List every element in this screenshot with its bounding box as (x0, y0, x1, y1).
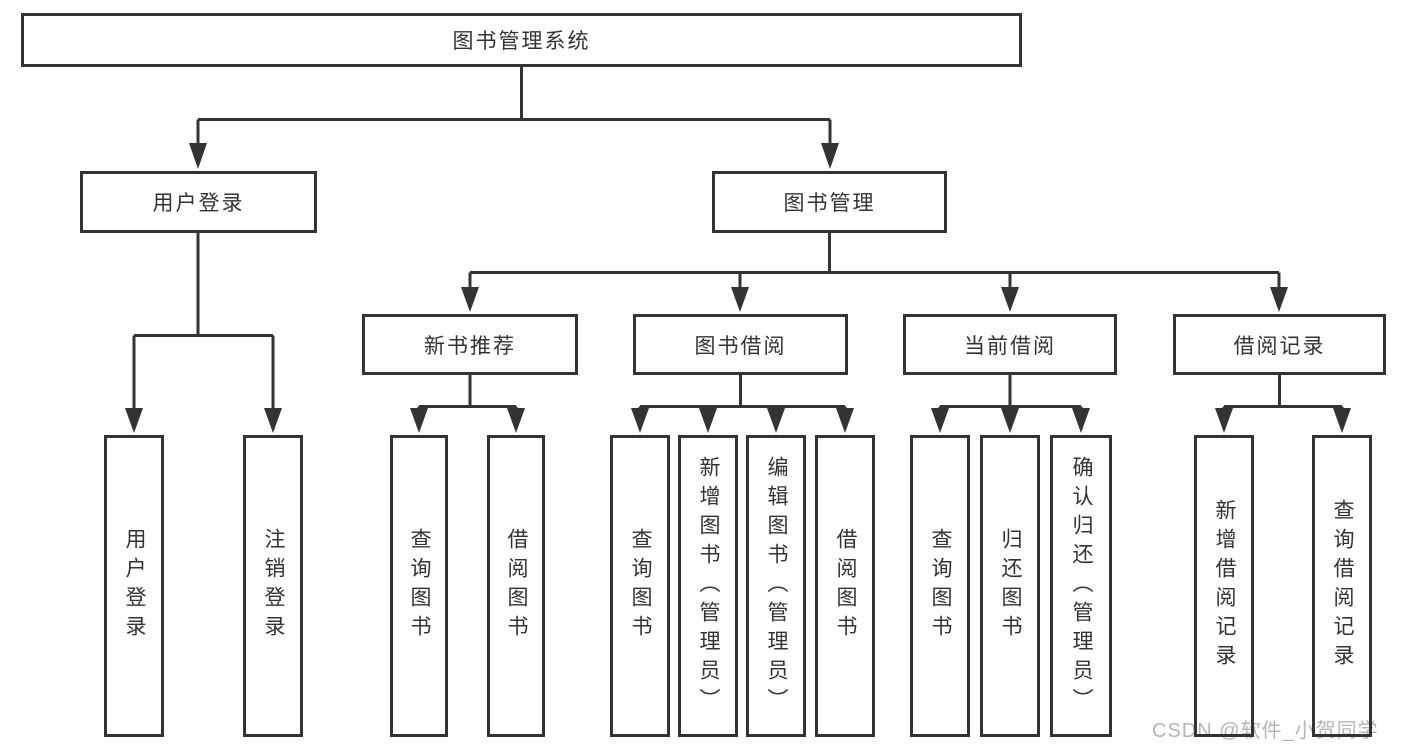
leaf-cb-confirm-return: 确认归还（管理员） (1050, 435, 1112, 737)
leaf-logout: 注销登录 (243, 435, 303, 737)
connector-user-login-children (132, 233, 275, 416)
leaf-br-query-record: 查询借阅记录 (1312, 435, 1372, 737)
leaf-nb-borrow-books-label: 借阅图书 (505, 528, 528, 644)
arrow-down-icon (631, 408, 649, 433)
leaf-br-add-record: 新增借阅记录 (1194, 435, 1254, 737)
connector-book-borrow-children (638, 375, 847, 418)
node-user-login: 用户登录 (80, 171, 317, 233)
node-borrow-records: 借阅记录 (1173, 314, 1386, 375)
arrow-down-icon (125, 408, 143, 433)
leaf-bb-query-books: 查询图书 (610, 435, 670, 737)
leaf-nb-query-books: 查询图书 (390, 435, 448, 737)
leaf-cb-return-books-label: 归还图书 (999, 528, 1022, 644)
arrow-down-icon (836, 408, 854, 433)
leaf-cb-query-books: 查询图书 (910, 435, 970, 737)
leaf-cb-query-books-label: 查询图书 (929, 528, 952, 644)
leaf-bb-edit-books-label: 编辑图书（管理员） (765, 455, 788, 717)
arrow-down-icon (1270, 287, 1288, 312)
arrow-down-icon (731, 287, 749, 312)
arrow-down-icon (189, 143, 207, 169)
node-book-mgmt: 图书管理 (712, 171, 947, 233)
arrow-down-icon (410, 408, 428, 433)
arrow-down-icon (821, 143, 839, 169)
arrow-down-icon (461, 287, 479, 312)
arrow-down-icon (699, 408, 717, 433)
arrow-down-icon (1215, 408, 1233, 433)
arrow-down-icon (507, 408, 525, 433)
arrowheads (125, 143, 1351, 433)
arrow-down-icon (1072, 408, 1090, 433)
leaf-bb-borrow-books: 借阅图书 (815, 435, 875, 737)
connector-new-books-children (417, 375, 518, 418)
leaf-bb-query-books-label: 查询图书 (629, 528, 652, 644)
arrow-down-icon (1333, 408, 1351, 433)
leaf-user-login-label: 用户登录 (123, 528, 146, 644)
leaf-bb-add-books-label: 新增图书（管理员） (697, 455, 720, 717)
node-book-borrow: 图书借阅 (633, 314, 848, 375)
csdn-watermark: CSDN @软件_小贺同学 (1152, 720, 1379, 742)
node-new-books: 新书推荐 (362, 314, 578, 375)
arrow-down-icon (931, 408, 949, 433)
node-current-borrow: 当前借阅 (903, 314, 1117, 375)
leaf-cb-return-books: 归还图书 (980, 435, 1040, 737)
arrow-down-icon (767, 408, 785, 433)
arrow-down-icon (264, 408, 282, 433)
leaf-nb-query-books-label: 查询图书 (408, 528, 431, 644)
leaf-user-login: 用户登录 (104, 435, 164, 737)
arrow-down-icon (1001, 287, 1019, 312)
arrow-down-icon (1001, 408, 1019, 433)
leaf-cb-confirm-return-label: 确认归还（管理员） (1070, 455, 1093, 717)
leaf-br-add-record-label: 新增借阅记录 (1213, 499, 1236, 673)
leaf-bb-borrow-books-label: 借阅图书 (834, 528, 857, 644)
connector-borrow-records-children (1222, 375, 1344, 418)
leaf-br-query-record-label: 查询借阅记录 (1331, 499, 1354, 673)
leaf-nb-borrow-books: 借阅图书 (487, 435, 545, 737)
connector-book-mgmt-children (468, 233, 1281, 293)
leaf-bb-add-books: 新增图书（管理员） (678, 435, 738, 737)
connector-root-to-level2 (196, 67, 832, 146)
leaf-bb-edit-books: 编辑图书（管理员） (746, 435, 806, 737)
leaf-logout-label: 注销登录 (262, 528, 285, 644)
node-root: 图书管理系统 (21, 13, 1022, 67)
